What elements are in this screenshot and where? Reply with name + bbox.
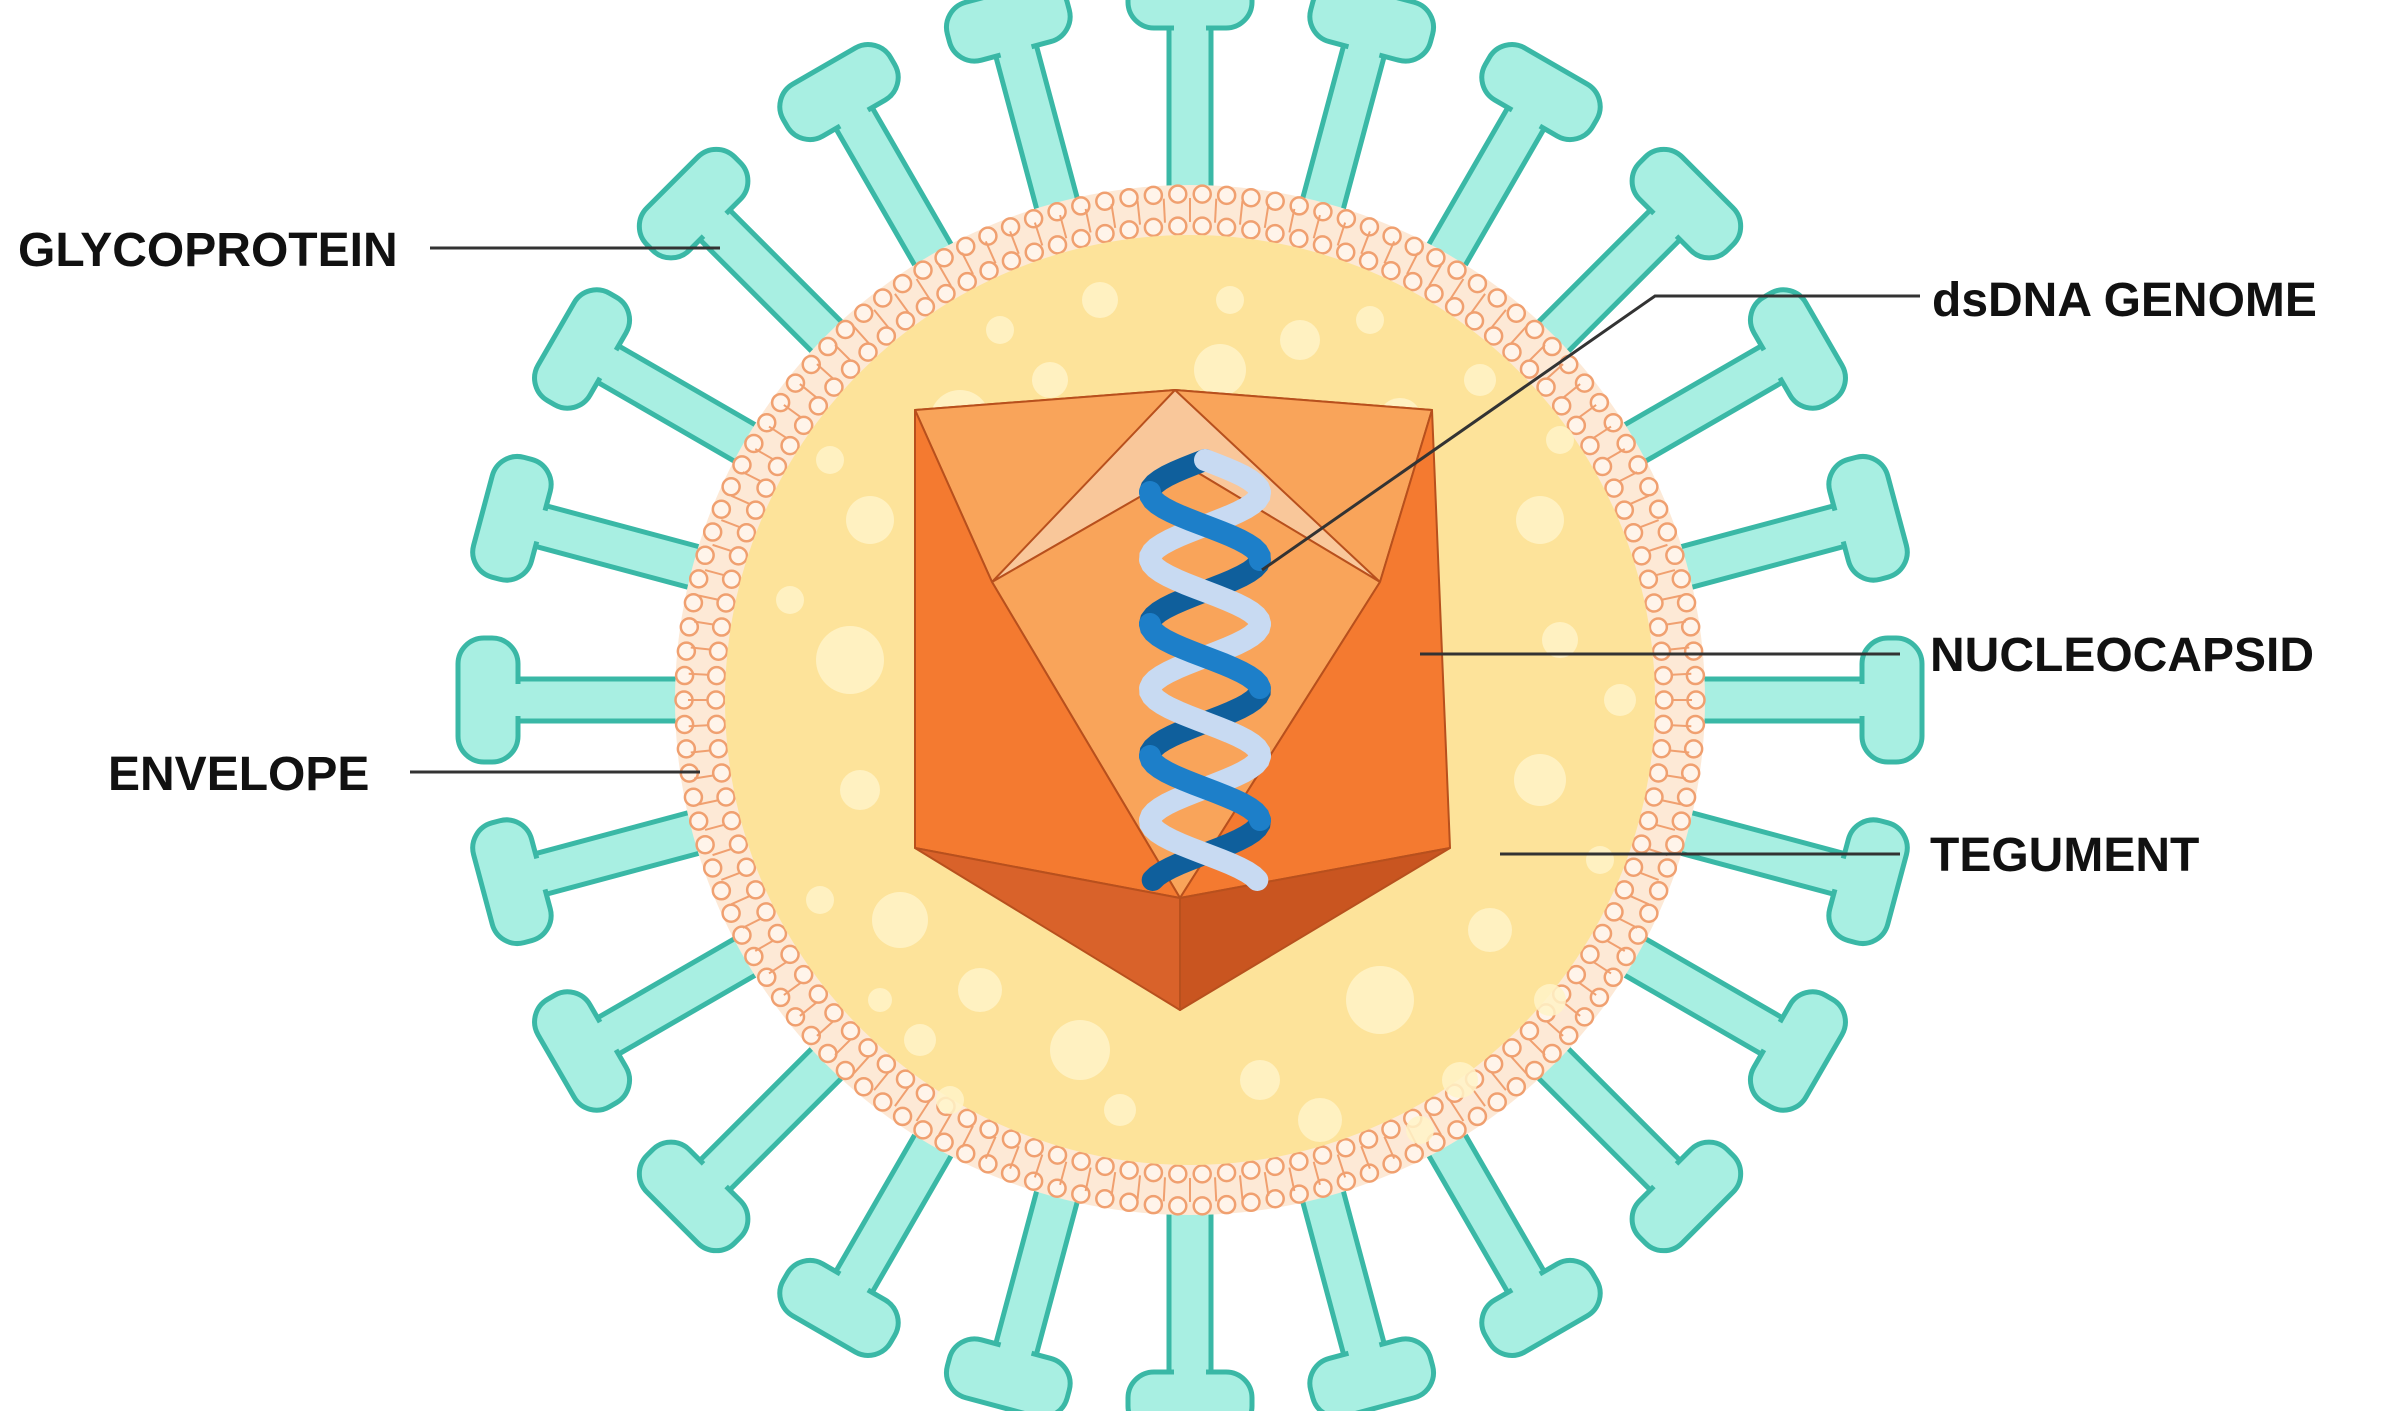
glycoprotein-spike (470, 800, 746, 946)
dsdna-genome-label: dsDNA GENOME (1932, 274, 2317, 327)
glycoprotein-spike (1406, 42, 1603, 306)
glycoprotein-spike (470, 454, 746, 600)
glycoprotein-spike (1290, 0, 1436, 256)
leader-lines (410, 246, 1920, 856)
capsid-bottom-right-face (1179, 847, 1451, 1011)
envelope-label: ENVELOPE (108, 748, 369, 801)
glycoprotein-spike (777, 1094, 974, 1358)
glycoprotein-spike (1290, 1144, 1436, 1411)
glycoprotein-spike (1634, 454, 1910, 600)
glycoprotein-spike (455, 635, 727, 765)
lipid-heads-outer (674, 184, 1706, 1216)
nucleocapsid-label: NUCLEOCAPSID (1930, 629, 2314, 682)
tegument-label: TEGUMENT (1930, 829, 2199, 882)
genome-leader (1261, 294, 1920, 572)
glycoprotein-label: GLYCOPROTEIN (18, 224, 398, 277)
dsdna-genome-icon (1139, 449, 1271, 891)
glycoprotein-spike (1406, 1094, 1603, 1358)
glycoprotein-spike (1125, 1163, 1255, 1411)
glycoprotein-spike (1125, 0, 1255, 237)
nucleocapsid-icon (914, 389, 1451, 1011)
